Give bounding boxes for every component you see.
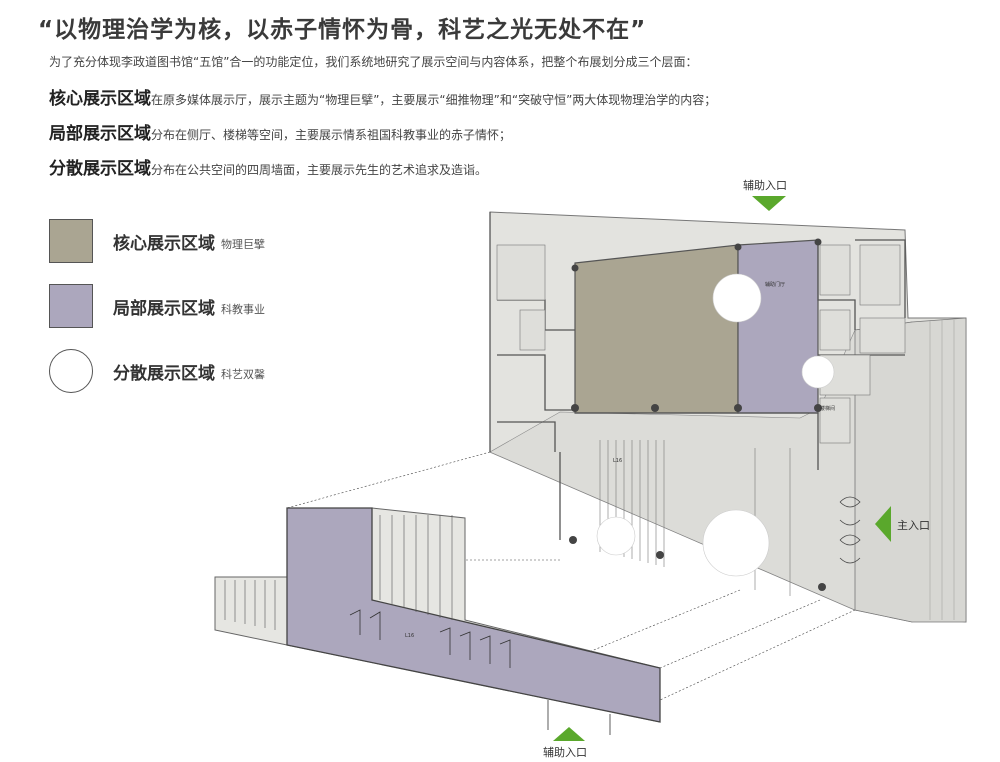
local-zone-upper	[737, 239, 819, 414]
zone-heading: 分散展示区域	[49, 159, 151, 179]
main-doors	[839, 496, 861, 564]
upper-rooms	[496, 244, 906, 444]
core-zone	[574, 244, 739, 414]
legend-heading: 分散展示区域	[113, 363, 215, 384]
zone-text: 在原多媒体展示厅，展示主题为“物理巨擘”，主要展示“细推物理”和“突破守恒”两大…	[151, 93, 717, 107]
local-zone-lower	[286, 507, 661, 723]
legend-swatch-core	[49, 219, 93, 263]
zone-heading: 核心展示区域	[49, 89, 151, 109]
legend-sub: 科艺双馨	[221, 368, 265, 381]
plan-label-l16a: L16	[613, 458, 622, 464]
top-entrance-arrow	[752, 196, 786, 211]
plan-label-l16b: L16	[405, 633, 414, 639]
zone-description-dispersed: 分散展示区域分布在公共空间的四周墙面，主要展示先生的艺术追求及造诣。	[49, 154, 487, 179]
legend-local: 局部展示区域 科教事业	[49, 283, 265, 329]
dispersed-zones	[596, 273, 835, 577]
legend-dispersed: 分散展示区域 科艺双馨	[49, 348, 265, 394]
legend-core: 核心展示区域 物理巨擘	[49, 218, 265, 264]
legend-sub: 科教事业	[221, 303, 265, 316]
plan-label-hall: 辅助门厅	[765, 281, 785, 288]
legend-sub: 物理巨擘	[221, 238, 265, 251]
lower-stairs	[224, 515, 453, 630]
legend-heading: 核心展示区域	[113, 233, 215, 254]
right-entrance-label: 主入口	[897, 519, 930, 532]
east-terrace-stripes	[929, 320, 955, 620]
plan-label-stair: 楼梯间	[820, 405, 835, 412]
zone-description-local: 局部展示区域分布在侧厅、楼梯等空间，主要展示情系祖国科教事业的赤子情怀；	[49, 119, 511, 144]
east-terrace	[854, 317, 967, 623]
page-title: “以物理治学为核，以赤子情怀为骨，科艺之光无处不在”	[38, 17, 647, 43]
zone-description-core: 核心展示区域在原多媒体展示厅，展示主题为“物理巨擘”，主要展示“细推物理”和“突…	[49, 84, 716, 109]
legend-swatch-local	[49, 284, 93, 328]
lower-partitions	[349, 609, 611, 735]
right-entrance-arrow	[875, 506, 891, 542]
bottom-entrance-arrow	[553, 727, 585, 741]
intro-text: 为了充分体现李政道图书馆“五馆”合一的功能定位，我们系统地研究了展示空间与内容体…	[49, 55, 698, 69]
bottom-entrance-label: 辅助入口	[543, 746, 587, 759]
legend-swatch-dispersed	[49, 349, 93, 393]
zone-text: 分布在侧厅、楼梯等空间，主要展示情系祖国科教事业的赤子情怀；	[151, 128, 512, 142]
legend-heading: 局部展示区域	[113, 298, 215, 319]
top-entrance-label: 辅助入口	[743, 179, 787, 192]
zone-text: 分布在公共空间的四周墙面，主要展示先生的艺术追求及造诣。	[151, 163, 488, 177]
zone-heading: 局部展示区域	[49, 124, 151, 144]
